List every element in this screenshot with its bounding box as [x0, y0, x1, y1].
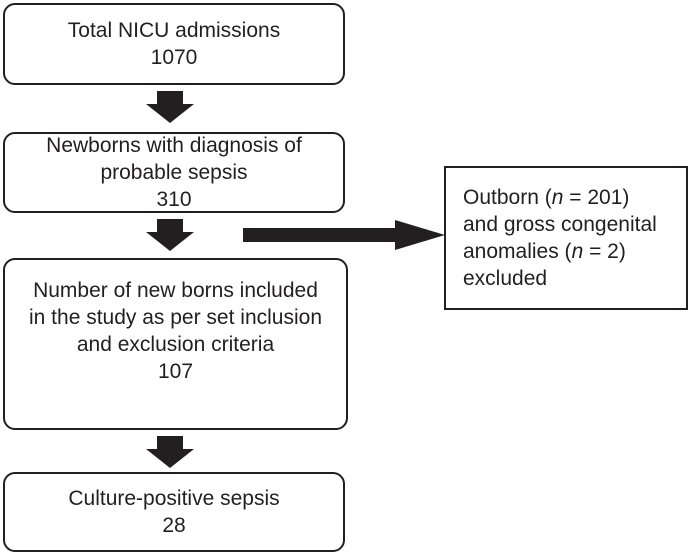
box-count: 107: [157, 360, 194, 383]
n-variable: n: [551, 186, 564, 209]
exclusion-text: and gross congenital: [463, 213, 657, 236]
exclusion-line: anomalies (n = 2): [463, 238, 686, 265]
box-label: Number of new borns included in the stud…: [29, 279, 322, 356]
flow-box-total-nicu-admissions: Total NICU admissions 1070: [3, 3, 345, 85]
flow-box-probable-sepsis: Newborns with diagnosis of probable seps…: [3, 132, 345, 213]
exclusion-line: Outborn (n = 201): [463, 184, 686, 211]
exclusion-text: = 201): [563, 186, 630, 209]
box-count: 1070: [150, 46, 198, 69]
exclusion-text: Outborn (: [463, 186, 552, 209]
n-variable: n: [571, 240, 584, 263]
exclusion-line: excluded: [463, 265, 686, 292]
exclusion-box: Outborn (n = 201) and gross congenital a…: [444, 166, 688, 310]
down-arrow-icon: [146, 436, 194, 468]
flow-box-included-newborns: Number of new borns included in the stud…: [3, 258, 348, 430]
down-arrow-icon: [146, 219, 194, 251]
exclusion-text: anomalies (: [463, 240, 572, 263]
box-label: Culture-positive sepsis: [68, 487, 280, 510]
down-arrow-icon: [146, 91, 194, 123]
box-label: Newborns with diagnosis of probable seps…: [46, 134, 302, 184]
box-count: 310: [156, 188, 192, 211]
exclusion-text: = 2): [583, 240, 626, 263]
right-arrow-icon: [243, 220, 445, 250]
box-label: Total NICU admissions: [67, 19, 281, 42]
box-count: 28: [162, 514, 186, 537]
exclusion-text: excluded: [463, 267, 548, 290]
exclusion-line: and gross congenital: [463, 211, 686, 238]
flow-box-culture-positive-sepsis: Culture-positive sepsis 28: [3, 472, 345, 552]
